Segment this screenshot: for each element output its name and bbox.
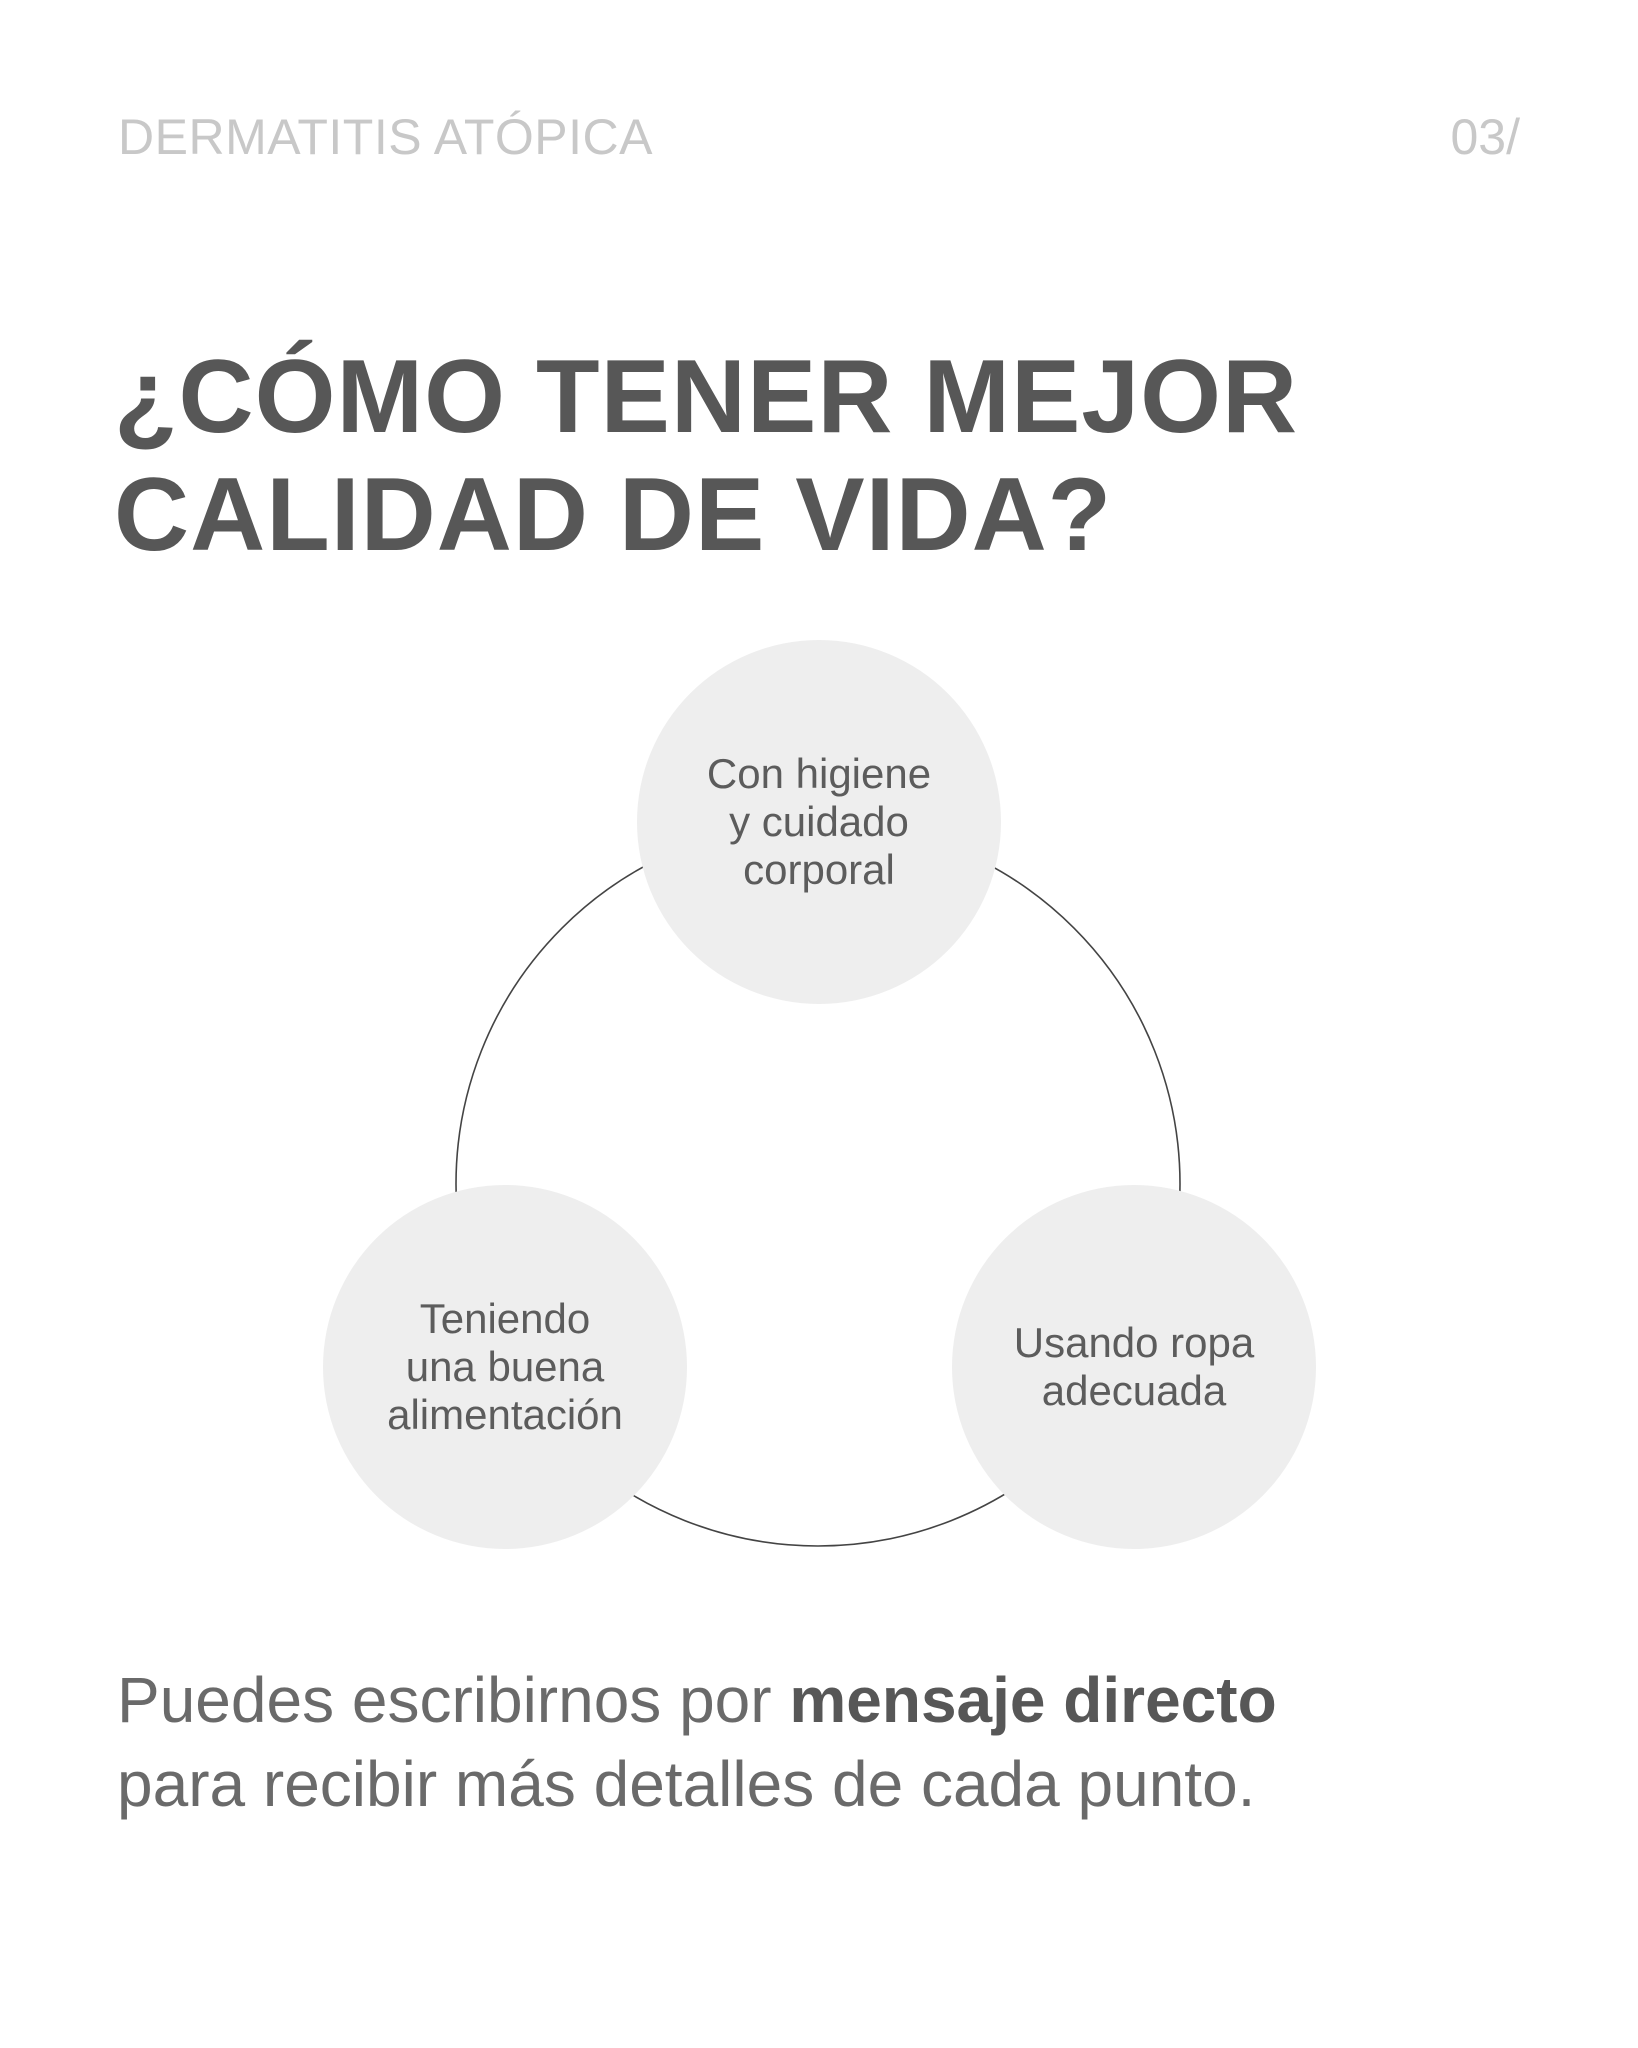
title-line-2: CALIDAD DE VIDA? xyxy=(114,457,1113,573)
footer-line-1: Puedes escribirnos por mensaje directo xyxy=(117,1658,1567,1742)
node-label-line: Teniendo xyxy=(419,1295,591,1342)
footer-message: Puedes escribirnos por mensaje directo p… xyxy=(117,1658,1567,1826)
node-label-line: alimentación xyxy=(387,1391,623,1438)
footer-line-2: para recibir más detalles de cada punto. xyxy=(117,1748,1256,1820)
node-label-line: Usando ropa xyxy=(1013,1319,1255,1366)
node-label-line: adecuada xyxy=(1041,1367,1227,1414)
page-number: 03/ xyxy=(1450,109,1520,165)
node-label-clothing: Usando ropa adecuada xyxy=(994,1319,1274,1415)
page-title: ¿CÓMO TENER MEJOR CALIDAD DE VIDA? xyxy=(114,338,1514,574)
node-label-line: corporal xyxy=(743,846,895,893)
cycle-node-hygiene: Con higiene y cuidado corporal xyxy=(637,640,1001,1004)
title-line-1: ¿CÓMO TENER MEJOR xyxy=(114,339,1299,455)
node-label-nutrition: Teniendo una buena alimentación xyxy=(365,1295,645,1439)
node-label-line: una buena xyxy=(405,1343,605,1390)
cycle-node-clothing: Usando ropa adecuada xyxy=(952,1185,1316,1549)
footer-emphasis: mensaje directo xyxy=(789,1664,1277,1736)
section-label: DERMATITIS ATÓPICA xyxy=(118,109,653,165)
node-label-hygiene: Con higiene y cuidado corporal xyxy=(679,750,959,894)
footer-text: Puedes escribirnos por xyxy=(117,1664,790,1736)
node-label-line: Con higiene xyxy=(706,750,932,797)
cycle-node-nutrition: Teniendo una buena alimentación xyxy=(323,1185,687,1549)
node-label-line: y cuidado xyxy=(729,798,909,845)
